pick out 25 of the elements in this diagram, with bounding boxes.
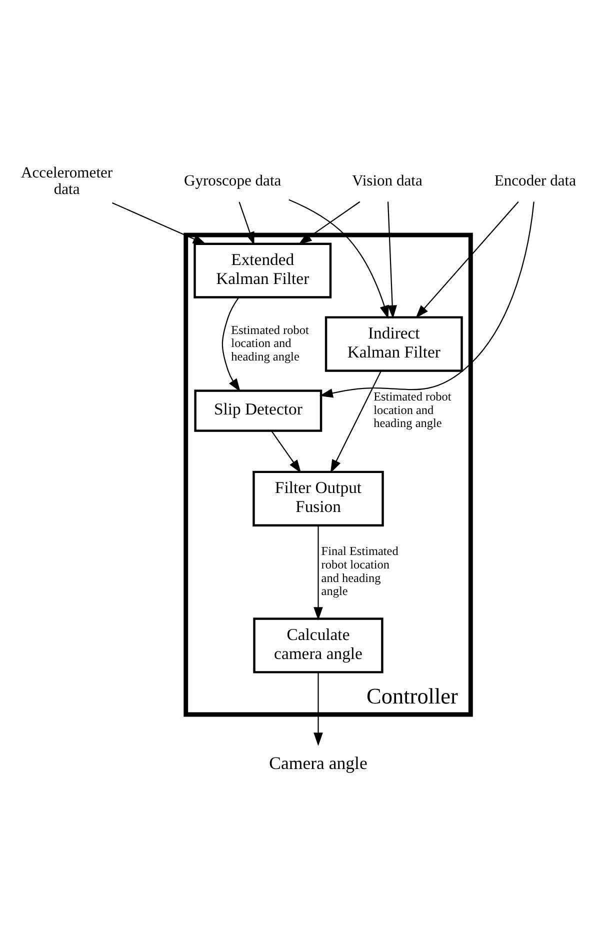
edge-label: Estimated robot location and heading angle — [374, 389, 452, 430]
arrow — [387, 201, 397, 318]
node-box: Slip Detector — [194, 389, 322, 432]
node-box: Calculate camera angle — [253, 617, 384, 673]
node-text: Encoder data — [494, 172, 576, 190]
arrow — [288, 198, 389, 318]
arrow — [238, 201, 254, 245]
node-text: Accelerometer data — [21, 164, 113, 198]
arrow — [330, 370, 382, 473]
node-text: Camera angle — [269, 752, 368, 772]
node-box: Indirect Kalman Filter — [324, 316, 463, 372]
arrow — [314, 525, 323, 620]
node-text: Vision data — [352, 172, 422, 190]
edge-label: Estimated robot location and heading angle — [231, 322, 309, 363]
arrow — [298, 200, 360, 244]
arrow — [222, 296, 240, 392]
arrow — [112, 202, 206, 244]
arrow — [416, 200, 519, 318]
edge-label: Final Estimated robot location and heading angle — [321, 544, 398, 598]
arrow — [271, 430, 302, 473]
arrow — [314, 672, 323, 746]
node-text: Gyroscope data — [184, 172, 282, 190]
node-box: Filter Output Fusion — [252, 470, 384, 526]
node-box: Extended Kalman Filter — [194, 242, 332, 298]
arrow — [320, 201, 534, 398]
